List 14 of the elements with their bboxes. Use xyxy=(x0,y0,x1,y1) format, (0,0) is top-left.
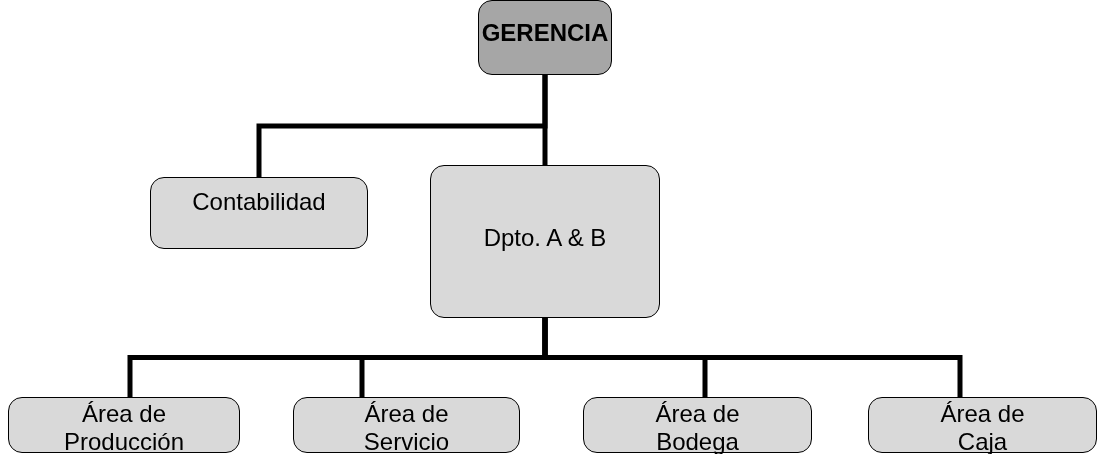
area-box xyxy=(293,397,520,453)
node-label: GERENCIA xyxy=(481,19,609,48)
department-box xyxy=(430,165,660,318)
connector-line xyxy=(542,75,548,165)
node-label: Área de Servicio xyxy=(362,400,451,452)
area-box xyxy=(8,397,240,453)
management-box xyxy=(478,0,612,75)
node-label: Contabilidad xyxy=(192,188,326,217)
connector-line xyxy=(542,318,963,397)
area-box xyxy=(583,397,812,453)
node-label: Dpto. A & B xyxy=(483,224,607,253)
department-box xyxy=(150,177,368,249)
node-label: Área de Producción xyxy=(62,400,186,452)
area-box xyxy=(868,397,1097,453)
